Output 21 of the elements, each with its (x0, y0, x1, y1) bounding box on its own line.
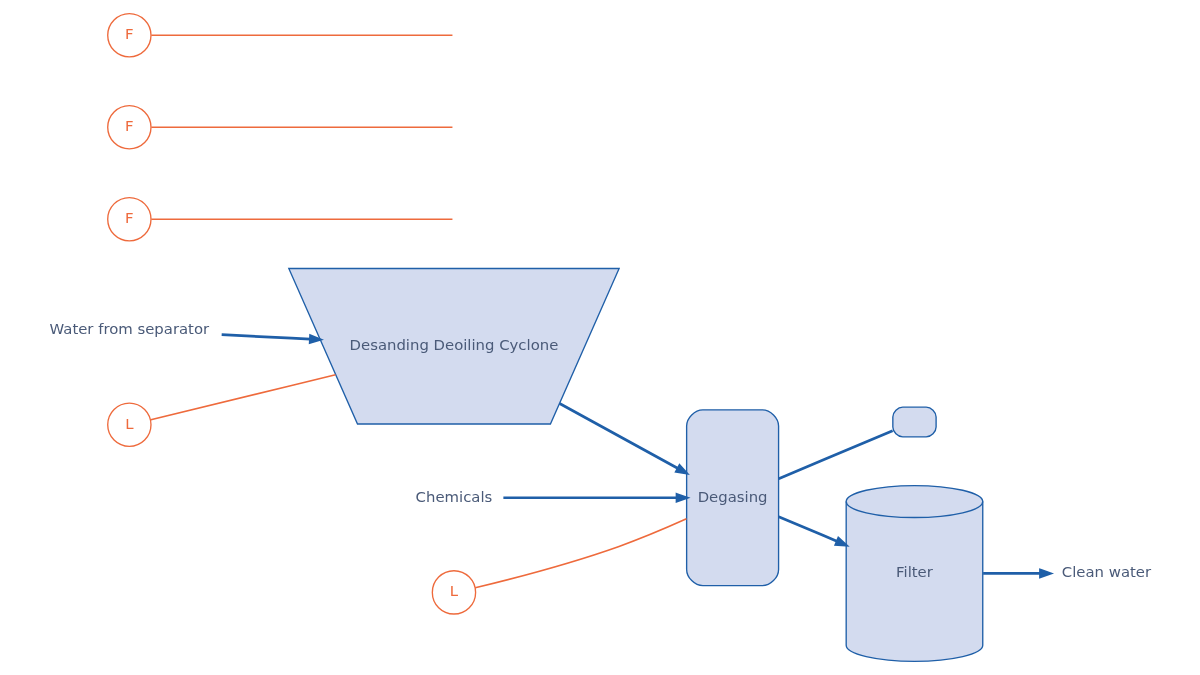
arrow (559, 402, 690, 476)
node-circle: L (431, 570, 477, 615)
node-box (892, 406, 937, 438)
node-circle: L (107, 402, 152, 448)
node-text: Clean water (1061, 563, 1152, 582)
connector (150, 374, 337, 421)
node-circle: F (107, 13, 152, 58)
connector (778, 429, 894, 481)
node-circle: F (107, 104, 152, 150)
node-circle: F (107, 196, 152, 242)
node-box: Degasing (685, 409, 780, 587)
node-text: Water from separator (49, 319, 210, 338)
arrow (503, 492, 691, 503)
arrow (983, 568, 1054, 579)
connector (150, 126, 454, 129)
node-text: Chemicals (415, 487, 493, 506)
connector (474, 518, 688, 589)
arrow (778, 515, 850, 547)
connector (150, 34, 454, 37)
connector (150, 218, 454, 220)
arrow (221, 333, 324, 345)
